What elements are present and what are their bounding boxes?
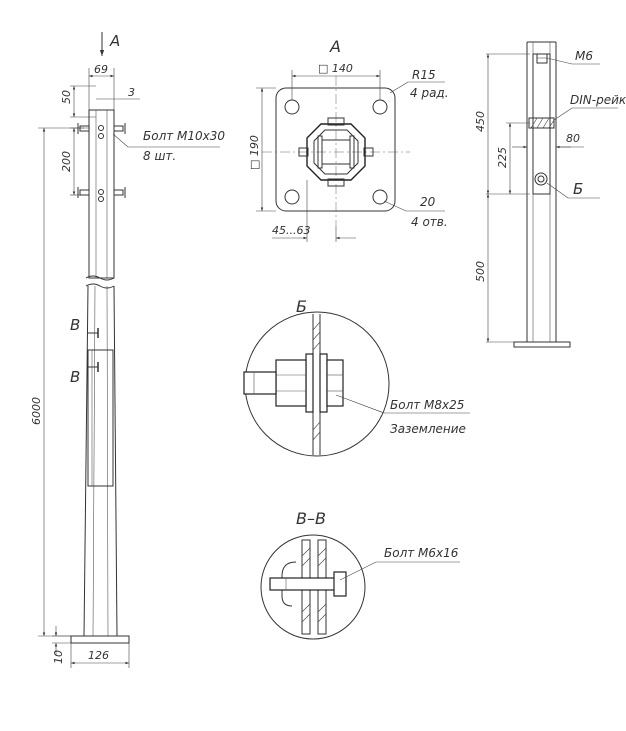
dim-height: 6000	[30, 397, 43, 425]
plate-hole-qty: 4 отв.	[411, 215, 448, 229]
dim-top-offset: 50	[60, 90, 73, 104]
plate-radius-label: R15	[412, 68, 436, 82]
section-vv: В–В Болт М6х16	[260, 509, 460, 640]
pole-bolt-qty: 8 шт.	[143, 149, 176, 163]
plate-radius-qty: 4 рад.	[410, 86, 449, 100]
detail-b: Б Болт М8х25 Заземление	[243, 297, 470, 457]
detail-b-title: Б	[296, 297, 307, 316]
section-vv-bolt-label: Болт М6х16	[384, 546, 459, 560]
top-section-elevation: М6 DIN-рейка Б 80 450 500 225	[474, 41, 626, 348]
view-a-arrow-label: A	[109, 32, 120, 50]
pole-elevation-view: A 69 3 50 200 6000 10	[30, 32, 225, 668]
dim-500: 500	[474, 261, 487, 282]
m6-label: М6	[575, 49, 593, 63]
dim-range: 45...63	[272, 224, 310, 237]
view-a-title: A	[329, 37, 341, 56]
section-vv-title: В–В	[296, 509, 326, 528]
dim-wall: 3	[128, 86, 135, 99]
detail-b-mark: Б	[573, 180, 583, 198]
section-mark-top: В	[70, 316, 80, 334]
dim-top-width: 69	[94, 63, 108, 76]
pole-bolt-label: Болт М10х30	[143, 129, 225, 143]
section-mark-bottom: В	[70, 368, 80, 386]
dim-450: 450	[474, 111, 487, 132]
plate-hole-label: 20	[420, 195, 436, 209]
dim-base-width: 126	[88, 649, 109, 662]
dim-80: 80	[566, 132, 580, 145]
dim-225: 225	[496, 147, 509, 168]
din-label: DIN-рейка	[570, 93, 626, 107]
din-rail	[528, 117, 555, 129]
detail-b-ground-label: Заземление	[390, 422, 466, 436]
dim-bolt-square: □ 140	[318, 62, 353, 75]
dim-bolt-spacing: 200	[60, 151, 73, 172]
dim-plate-square: □ 190	[248, 135, 261, 170]
detail-b-bolt-label: Болт М8х25	[390, 398, 464, 412]
pole-bolts	[77, 123, 126, 202]
dim-base-thickness: 10	[52, 650, 65, 664]
m6-bolt	[536, 53, 548, 64]
base-plate-view-a: A □ 140 □ 190 R15 4	[248, 37, 449, 242]
